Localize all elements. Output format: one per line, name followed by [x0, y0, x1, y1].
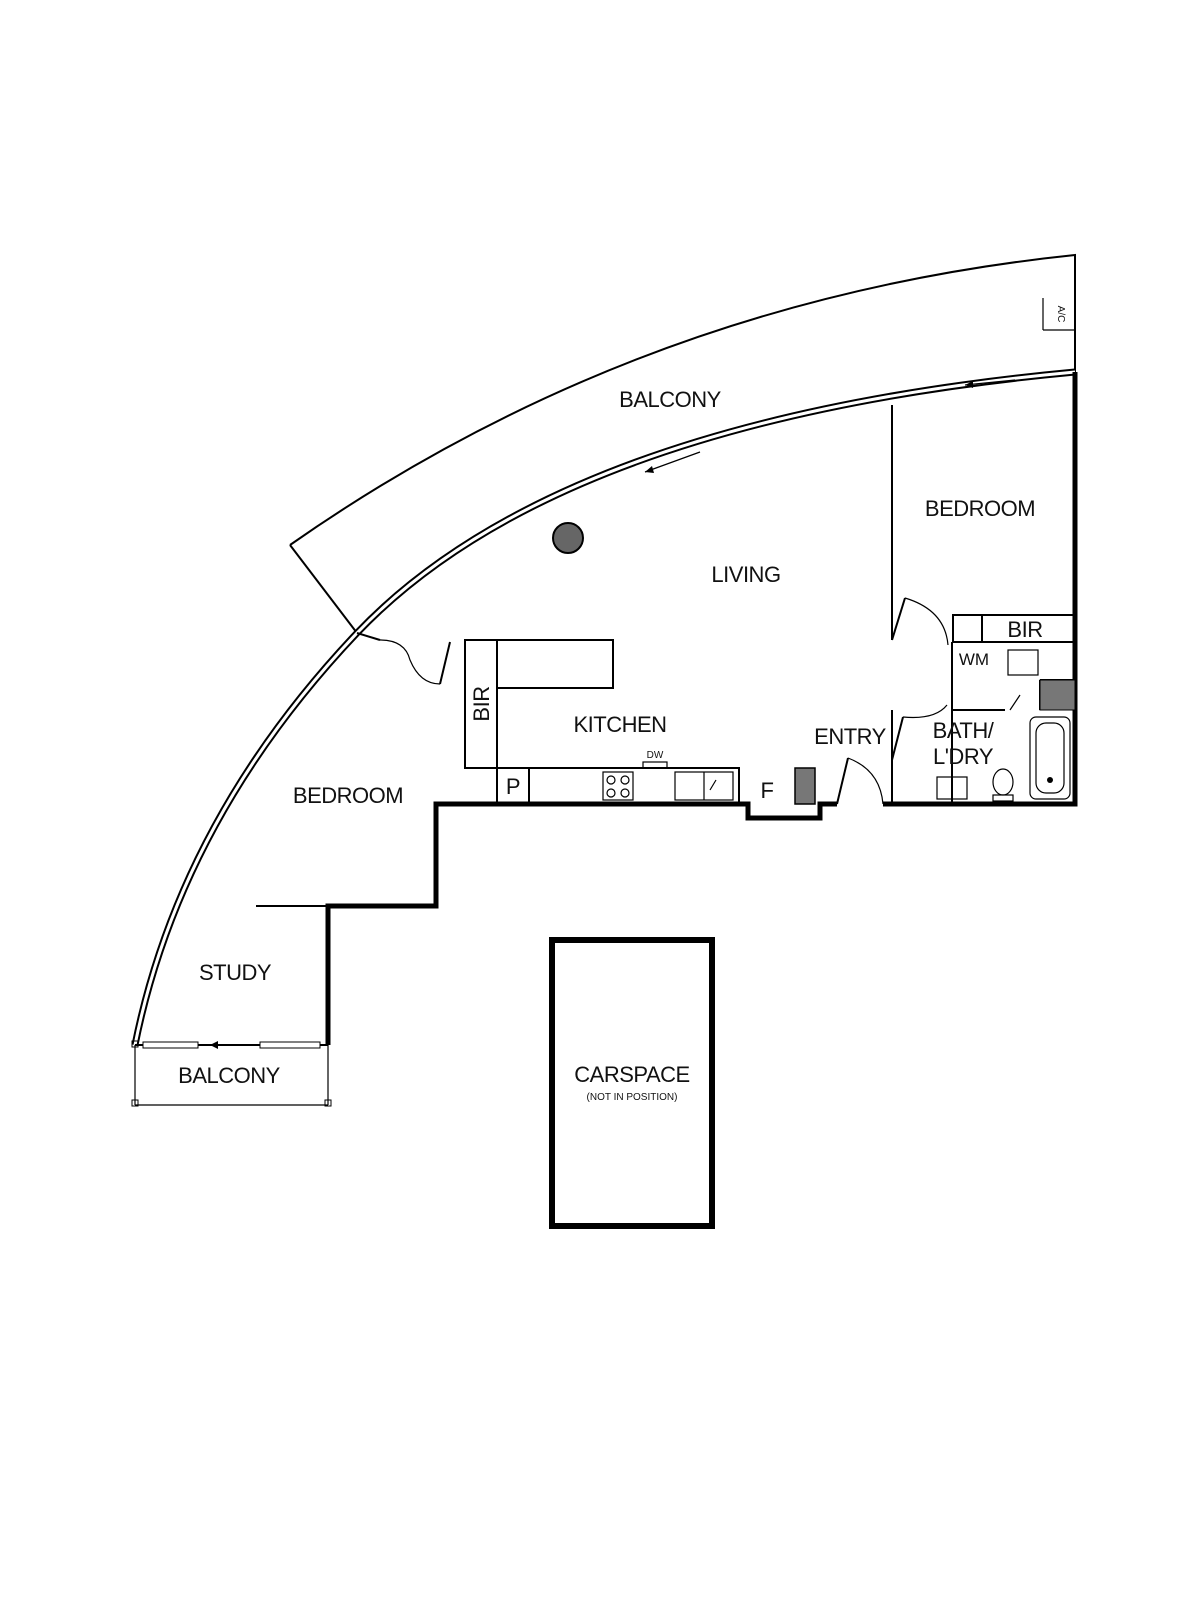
room-label-living: LIVING [711, 562, 780, 587]
room-label-balcony-study: BALCONY [178, 1063, 280, 1088]
bedroom-walls [891, 405, 1076, 804]
column [552, 522, 584, 554]
room-label-bedroom-second: BEDROOM [293, 783, 403, 808]
carspace-note: (NOT IN POSITION) [587, 1092, 678, 1103]
room-label-carspace: CARSPACE [574, 1062, 689, 1087]
room-label-laundry: L'DRY [933, 744, 994, 769]
exterior-walls [135, 372, 1078, 1049]
kitchen [356, 632, 740, 805]
room-label-wm: WM [959, 650, 989, 669]
room-label-balcony-main: BALCONY [619, 387, 721, 412]
ac-label: A/C [1055, 306, 1066, 323]
room-label-entry: ENTRY [814, 724, 886, 749]
main-balcony [289, 253, 1076, 634]
study-balcony [131, 1040, 332, 1107]
appliance-label-dw: DW [647, 750, 664, 761]
room-label-kitchen: KITCHEN [573, 712, 666, 737]
curved-glazing [131, 368, 1076, 1046]
room-label-bir-main: BIR [1007, 617, 1042, 642]
room-label-bir-second: BIR [469, 686, 494, 721]
room-label-pantry: P [506, 774, 520, 799]
carspace [549, 937, 715, 1229]
room-label-fridge: F [761, 778, 774, 803]
room-label-bath: BATH/ [933, 718, 995, 743]
room-label-bedroom-main: BEDROOM [925, 496, 1035, 521]
room-label-study: STUDY [199, 960, 272, 985]
entry-door [794, 757, 884, 805]
